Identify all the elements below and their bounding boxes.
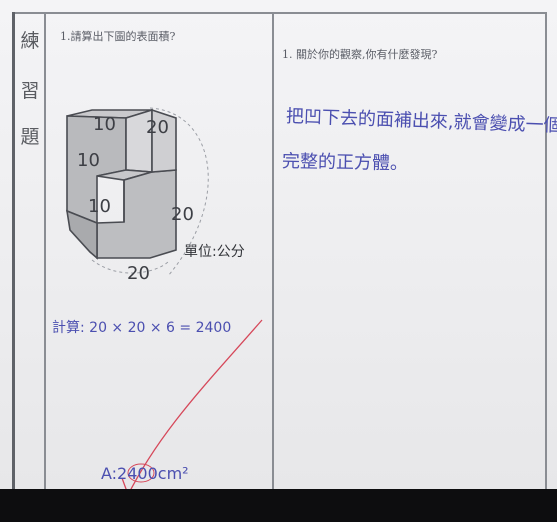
dim-right: 20 (171, 204, 194, 225)
dim-bottom: 20 (127, 263, 150, 284)
right-question-title: 1. 關於你的觀察,你有什麼發現? (282, 48, 438, 61)
side-column-divider (44, 14, 46, 490)
table-top-border (12, 12, 547, 14)
dim-top-left: 10 (93, 114, 116, 135)
bottom-left-face (65, 209, 98, 260)
dim-side-lower: 10 (88, 196, 111, 217)
unit-label: 單位:公分 (184, 244, 245, 260)
right-face (151, 108, 177, 173)
observation-answer-line-2: 完整的正方體。 (281, 151, 409, 175)
side-label-char-1: 練 (20, 30, 40, 52)
calculation-text: 計算: 20 × 20 × 6 = 2400 (52, 320, 232, 336)
middle-column-divider (272, 14, 274, 490)
left-question-title: 1.請算出下圖的表面積? (60, 30, 176, 43)
table-left-border (12, 12, 15, 490)
side-label-char-2: 習 (20, 80, 40, 102)
dim-top-right: 20 (146, 117, 169, 138)
side-label-char-3: 題 (20, 126, 40, 148)
final-answer: A:2400cm² (101, 464, 189, 483)
bottom-dark-bar (0, 489, 557, 522)
table-right-border (545, 12, 547, 490)
dim-side-upper: 10 (77, 150, 100, 171)
